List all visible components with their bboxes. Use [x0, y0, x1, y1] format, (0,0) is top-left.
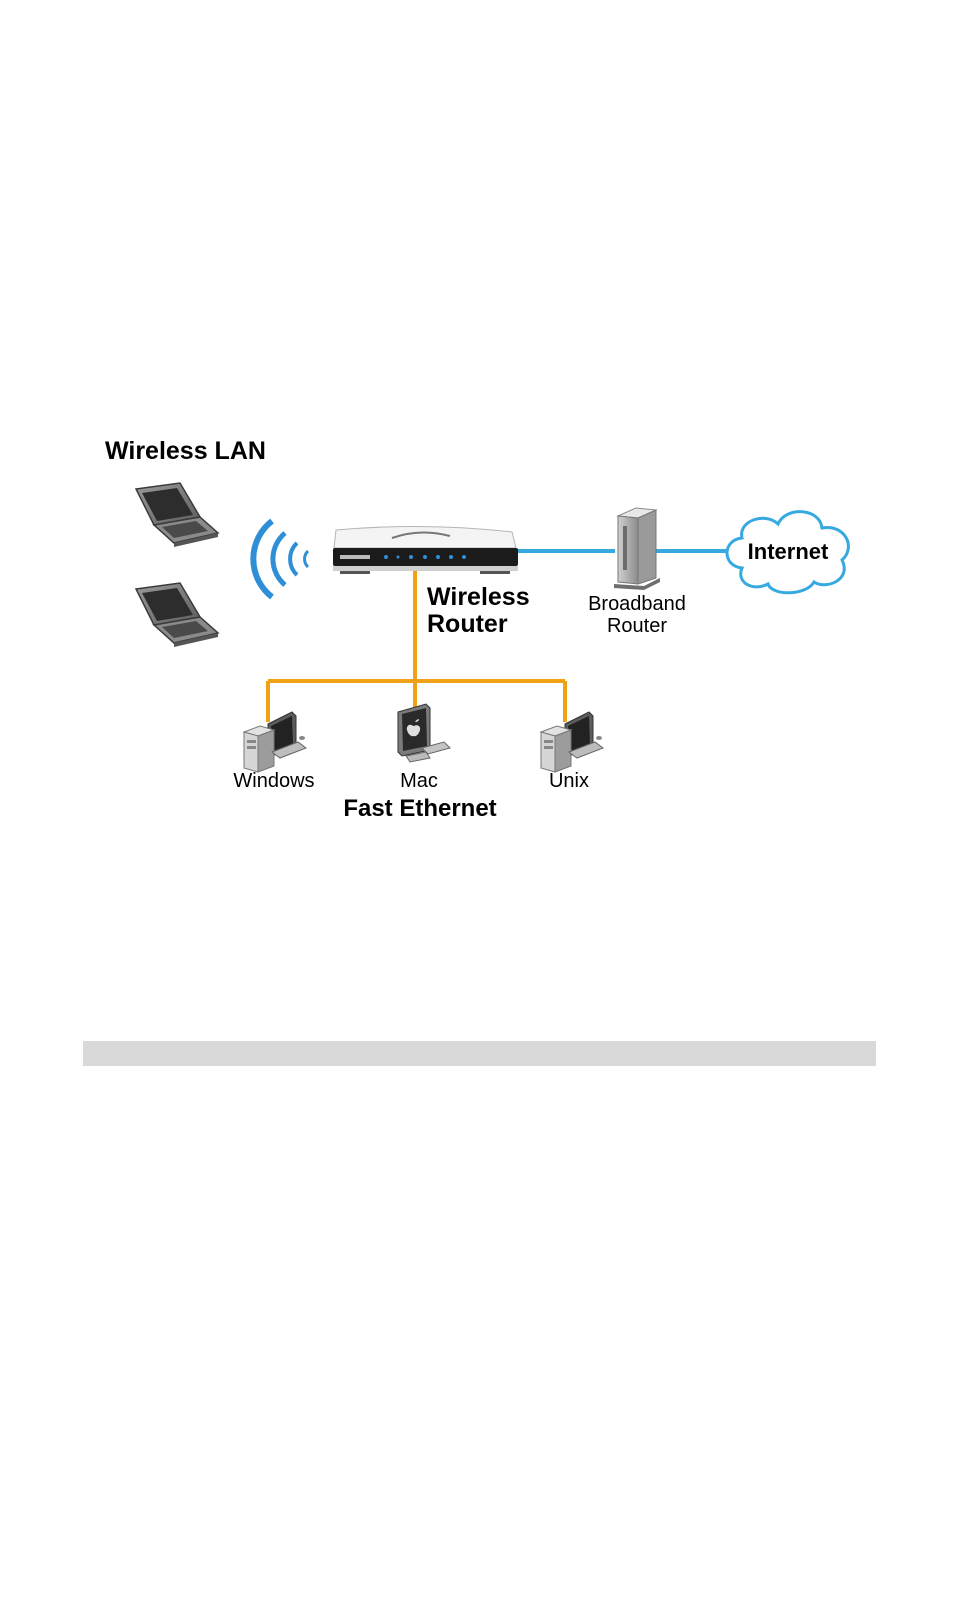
- label-internet: Internet: [738, 539, 838, 565]
- desktop-pc-icon: [244, 712, 306, 772]
- label-wireless-router-line1: Wireless: [427, 584, 530, 611]
- label-broadband-router-line2: Router: [577, 615, 697, 637]
- desktop-pc-icon: [398, 704, 450, 762]
- desktop-pc-icon: [541, 712, 603, 772]
- label-wireless-router-line2: Router: [427, 611, 508, 638]
- label-broadband-router-line1: Broadband: [577, 593, 697, 615]
- section-divider-bar: [83, 1041, 876, 1066]
- wireless-router-icon: [333, 526, 518, 574]
- laptop-icon: [136, 583, 218, 647]
- label-mac: Mac: [369, 770, 469, 792]
- wifi-signal-icon: [253, 521, 308, 597]
- label-unix: Unix: [519, 770, 619, 792]
- label-windows: Windows: [224, 770, 324, 792]
- laptop-icon: [136, 483, 218, 547]
- label-wireless-lan: Wireless LAN: [105, 438, 266, 465]
- broadband-router-icon: [614, 508, 660, 590]
- label-fast-ethernet: Fast Ethernet: [310, 795, 530, 822]
